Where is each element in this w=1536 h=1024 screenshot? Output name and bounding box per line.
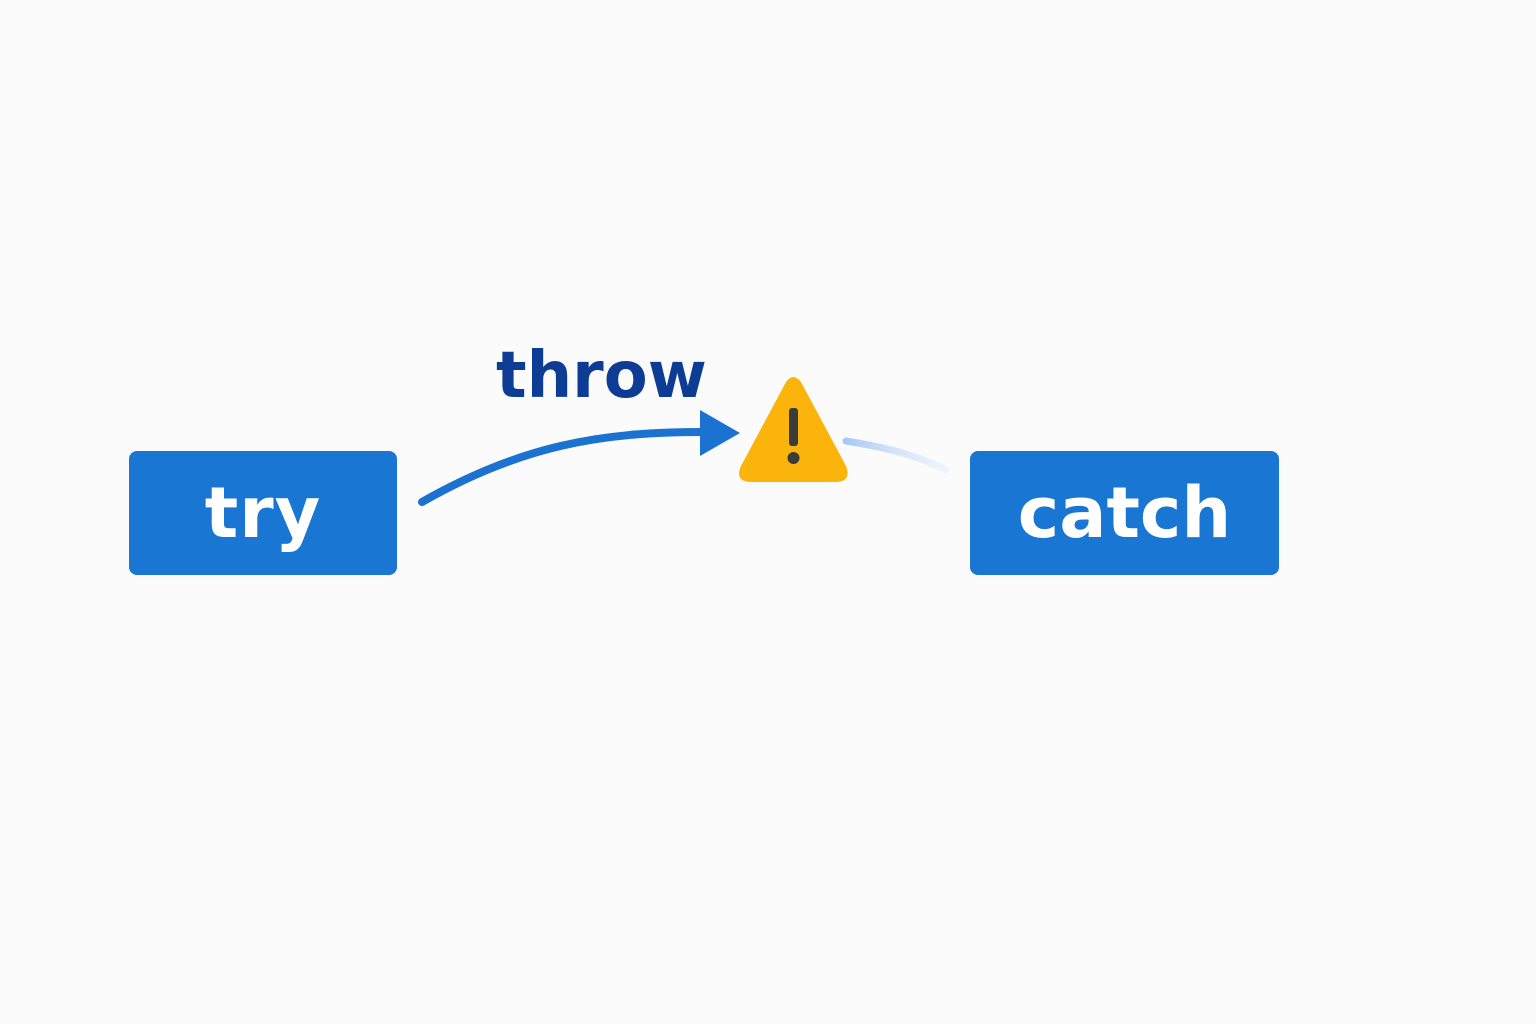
- throw-arrowhead: [700, 410, 740, 456]
- try-label: try: [204, 472, 322, 554]
- catch-label: catch: [1017, 472, 1232, 554]
- try-node: try: [129, 451, 397, 575]
- throw-arrow: [418, 428, 706, 506]
- warning-triangle-icon: [739, 377, 848, 482]
- warning-mark-bar: [789, 408, 798, 446]
- warning-mark-dot: [787, 452, 800, 464]
- catch-node: catch: [970, 451, 1279, 575]
- throw-edge-label: throw: [496, 339, 707, 413]
- catch-connector: [842, 437, 950, 474]
